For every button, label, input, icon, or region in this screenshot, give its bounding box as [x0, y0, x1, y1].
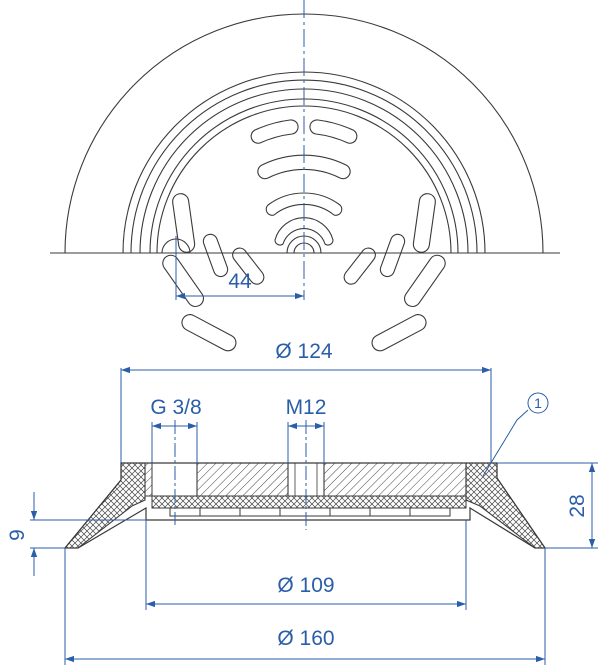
dim-lip-label: 9 — [6, 529, 29, 541]
dimension-height-28: 28 — [497, 462, 598, 549]
lip-right — [465, 462, 547, 549]
dim-m12-label: M12 — [286, 396, 327, 419]
lower-plate — [151, 495, 467, 509]
dimension-lip-9: 9 — [6, 492, 146, 576]
slots-outer-ring — [162, 193, 446, 352]
body-right — [323, 462, 467, 497]
dimension-dia-109: Ø 109 — [145, 520, 467, 610]
dim-dia-160-label: Ø 160 — [277, 627, 334, 650]
body-left — [196, 462, 289, 497]
callout-1: 1 — [482, 392, 549, 477]
dim-slot-offset-label: 44 — [228, 270, 252, 293]
slot-arc-top-right — [309, 119, 358, 144]
callout-number: 1 — [534, 395, 542, 411]
top-view — [50, 13, 560, 352]
lip-left — [63, 462, 146, 549]
dimension-g38: G 3/8 — [150, 396, 202, 463]
dim-height-label: 28 — [566, 494, 589, 517]
dimension-m12: M12 — [286, 396, 327, 463]
slot-arc-middle — [257, 154, 351, 180]
slot-arc-top-left — [250, 119, 299, 144]
dimension-44: 44 — [176, 270, 304, 300]
dim-g38-label: G 3/8 — [150, 396, 201, 419]
dim-dia-124-label: Ø 124 — [275, 340, 333, 363]
dimension-dia-160: Ø 160 — [64, 548, 546, 665]
dim-dia-109-label: Ø 109 — [277, 574, 334, 597]
dimension-dia-124: Ø 124 — [120, 340, 492, 463]
section-view — [63, 462, 547, 549]
